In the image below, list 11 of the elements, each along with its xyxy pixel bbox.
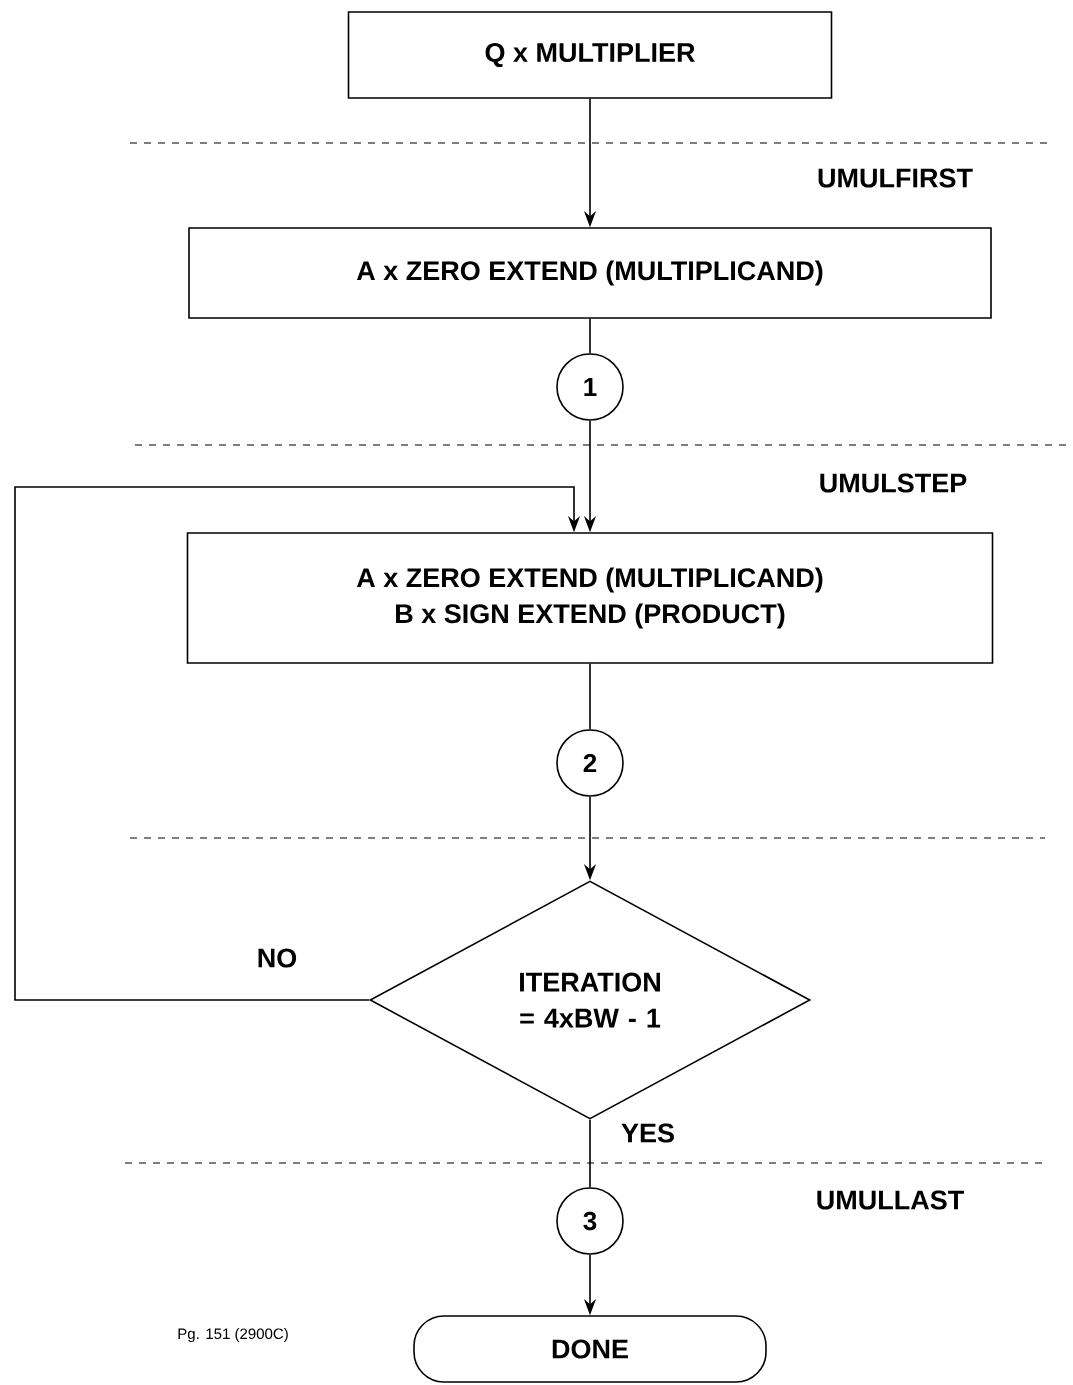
stage-label: UMULSTEP: [820, 473, 967, 493]
process-box: A x ZERO EXTEND (MULTIPLICAND) B x SIGN EXTEND (PRODUCT): [186, 532, 994, 664]
edge-label: NO: [258, 948, 297, 968]
stage-label: UMULFIRST: [818, 168, 973, 188]
stage-label: UMULLAST: [817, 1190, 964, 1210]
process-box: A x ZERO EXTEND (MULTIPLICAND): [188, 227, 992, 319]
edge-label: YES: [621, 1123, 674, 1143]
terminal-box: DONE: [413, 1315, 767, 1383]
process-box: Q x MULTIPLIER: [347, 11, 833, 99]
arrow: [14, 486, 581, 1001]
page-note: Pg. 151 (2900C): [178, 1328, 288, 1342]
